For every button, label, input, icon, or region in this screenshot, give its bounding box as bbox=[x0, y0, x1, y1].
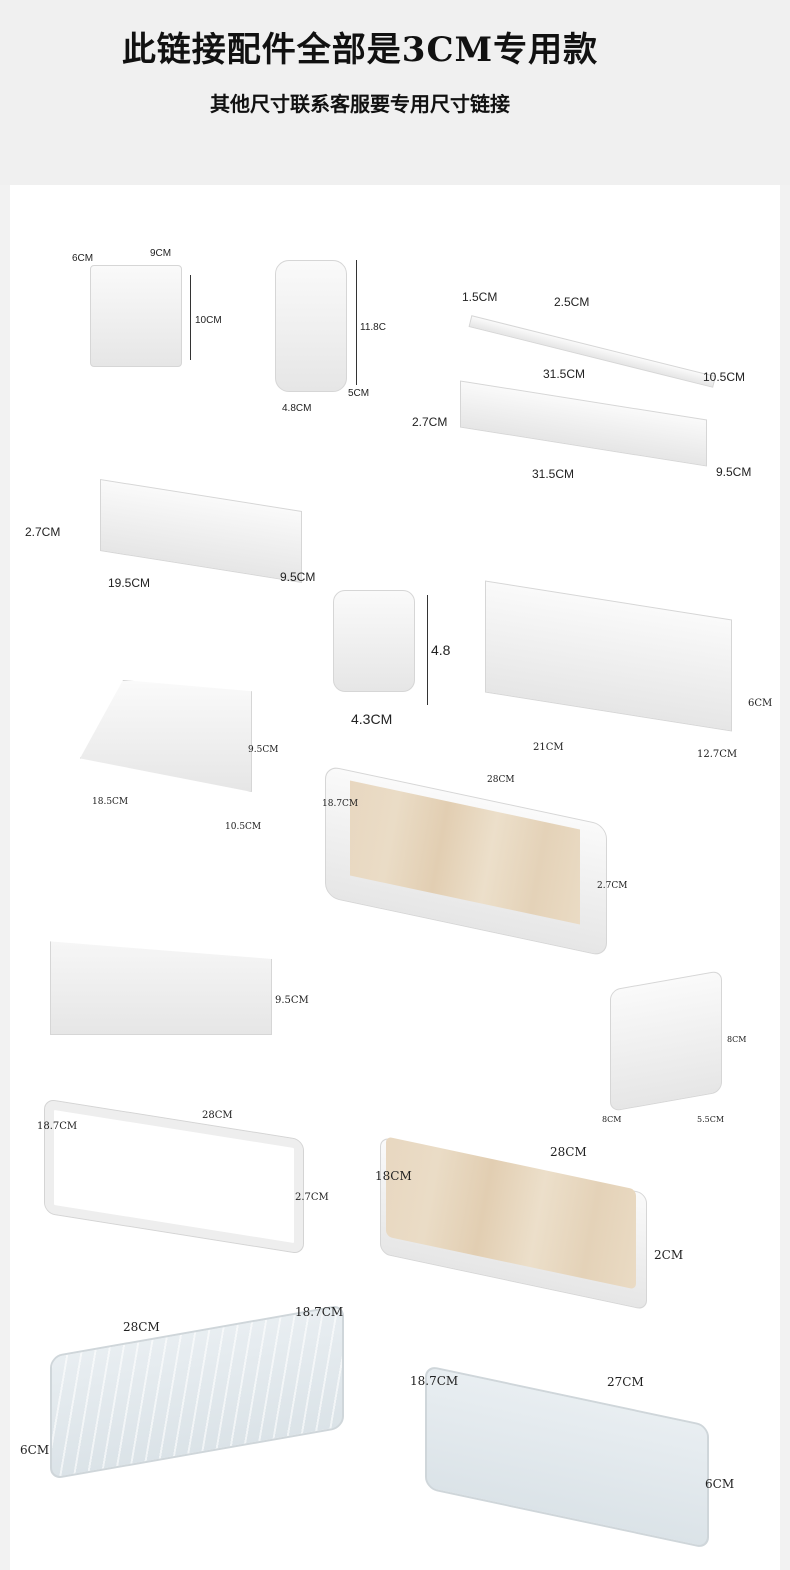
frame-height-label: 2.7CM bbox=[295, 1192, 329, 1203]
shelf-long-width-label: 31.5CM bbox=[532, 467, 575, 481]
box-height-label: 6CM bbox=[748, 698, 773, 709]
box-image bbox=[485, 580, 732, 732]
drain-tray-image bbox=[50, 1304, 344, 1480]
page-title: 此链接配件全部是3CM专用款 bbox=[121, 30, 599, 70]
board-stand-height-label: 9.5CM bbox=[248, 745, 279, 755]
product-canvas: 9CM 6CM 10CM 11.8C 4.8CM 5CM 1.5CM 2.5CM… bbox=[10, 185, 780, 1570]
board-stand-image bbox=[80, 680, 252, 792]
frame-depth-label: 18.7CM bbox=[37, 1121, 78, 1132]
phone-stand-width-label: 8CM bbox=[602, 1115, 622, 1124]
box-depth-label: 12.7CM bbox=[697, 749, 738, 760]
box-item: 6CM 21CM 12.7CM bbox=[480, 580, 775, 775]
wood-tray-depth-label: 18.7CM bbox=[322, 799, 359, 809]
towel-bar-image bbox=[468, 315, 716, 388]
shelf-short-image bbox=[100, 479, 302, 583]
wood-board-item: 18CM 28CM 2CM bbox=[370, 1136, 690, 1311]
phone-stand-depth-label: 5.5CM bbox=[697, 1115, 725, 1124]
hook-small-dim-line bbox=[427, 595, 428, 705]
shelf-short-depth-label: 9.5CM bbox=[280, 570, 316, 584]
hook-small-height-label: 4.8 bbox=[431, 642, 451, 658]
frame-item: 18.7CM 28CM 2.7CM bbox=[30, 1098, 330, 1255]
towel-bar-h1-label: 1.5CM bbox=[462, 290, 498, 304]
wood-board-width-label: 28CM bbox=[550, 1145, 587, 1159]
towel-bar-width-label: 31.5CM bbox=[543, 367, 586, 381]
clear-tray-depth-label: 18.7CM bbox=[410, 1374, 459, 1388]
hook-holder-image bbox=[275, 260, 347, 392]
hook-small-width-label: 4.3CM bbox=[351, 711, 393, 727]
towel-bar-h2-label: 2.5CM bbox=[554, 295, 590, 309]
cup-item: 9CM 6CM 10CM bbox=[70, 245, 222, 385]
clear-tray-height-label: 6CM bbox=[705, 1477, 735, 1491]
cup-image bbox=[90, 265, 182, 367]
shelf-long-image bbox=[460, 380, 707, 467]
phone-stand-image bbox=[610, 970, 722, 1112]
shelf-long-depth-label: 9.5CM bbox=[716, 465, 752, 479]
wood-tray-item: 28CM 18.7CM 2.7CM bbox=[310, 765, 640, 957]
board-stand-depth-label: 10.5CM bbox=[225, 822, 262, 832]
hook-holder-depth-label: 5CM bbox=[348, 388, 370, 399]
cup-width-label: 9CM bbox=[150, 248, 172, 259]
drain-tray-width-label: 28CM bbox=[123, 1320, 160, 1334]
divider-box-item: 9.5CM bbox=[50, 910, 320, 1040]
board-stand-width-label: 18.5CM bbox=[92, 797, 129, 807]
towel-bar-item: 1.5CM 2.5CM 31.5CM 10.5CM bbox=[450, 280, 775, 390]
hook-holder-item: 11.8C 4.8CM 5CM bbox=[270, 250, 390, 420]
hook-holder-width-label: 4.8CM bbox=[282, 403, 312, 414]
clear-tray-image bbox=[425, 1364, 709, 1550]
shelf-short-height-label: 2.7CM bbox=[25, 525, 61, 539]
page-subtitle: 其他尺寸联系客服要专用尺寸链接 bbox=[210, 92, 510, 116]
board-stand-item: 9.5CM 18.5CM 10.5CM bbox=[70, 665, 320, 835]
box-width-label: 21CM bbox=[533, 742, 564, 753]
wood-board-height-label: 2CM bbox=[654, 1248, 684, 1262]
header-banner: 此链接配件全部是3CM专用款 其他尺寸联系客服要专用尺寸链接 bbox=[0, 0, 790, 185]
drain-tray-height-label: 6CM bbox=[20, 1443, 50, 1457]
wood-board-depth-label: 18CM bbox=[375, 1169, 412, 1183]
cup-dim-line bbox=[190, 275, 191, 360]
hook-small-item: 4.8 4.3CM bbox=[325, 580, 465, 740]
hook-small-image bbox=[333, 590, 415, 692]
frame-width-label: 28CM bbox=[202, 1110, 233, 1121]
phone-stand-item: 8CM 8CM 5.5CM bbox=[565, 970, 780, 1135]
towel-bar-depth-label: 10.5CM bbox=[703, 370, 746, 384]
shelf-long-item: 2.7CM 31.5CM 9.5CM bbox=[400, 380, 770, 490]
hook-holder-dim-line bbox=[356, 260, 357, 385]
clear-tray-width-label: 27CM bbox=[607, 1375, 644, 1389]
hook-holder-height-label: 11.8C bbox=[360, 322, 386, 333]
shelf-short-item: 2.7CM 19.5CM 9.5CM bbox=[20, 479, 340, 595]
phone-stand-height-label: 8CM bbox=[727, 1035, 747, 1044]
cup-depth-label: 6CM bbox=[72, 253, 94, 264]
drain-tray-depth-label: 18.7CM bbox=[295, 1305, 344, 1319]
divider-box-image bbox=[50, 941, 272, 1035]
shelf-long-height-label: 2.7CM bbox=[412, 415, 448, 429]
shelf-short-width-label: 19.5CM bbox=[108, 576, 151, 590]
drain-tray-item: 28CM 18.7CM 6CM bbox=[20, 1300, 360, 1500]
divider-box-height-label: 9.5CM bbox=[275, 995, 309, 1006]
clear-tray-item: 18.7CM 27CM 6CM bbox=[405, 1364, 775, 1555]
wood-tray-height-label: 2.7CM bbox=[597, 881, 628, 891]
cup-height-label: 10CM bbox=[195, 315, 222, 326]
wood-tray-width-label: 28CM bbox=[487, 775, 515, 785]
frame-image bbox=[44, 1098, 304, 1255]
